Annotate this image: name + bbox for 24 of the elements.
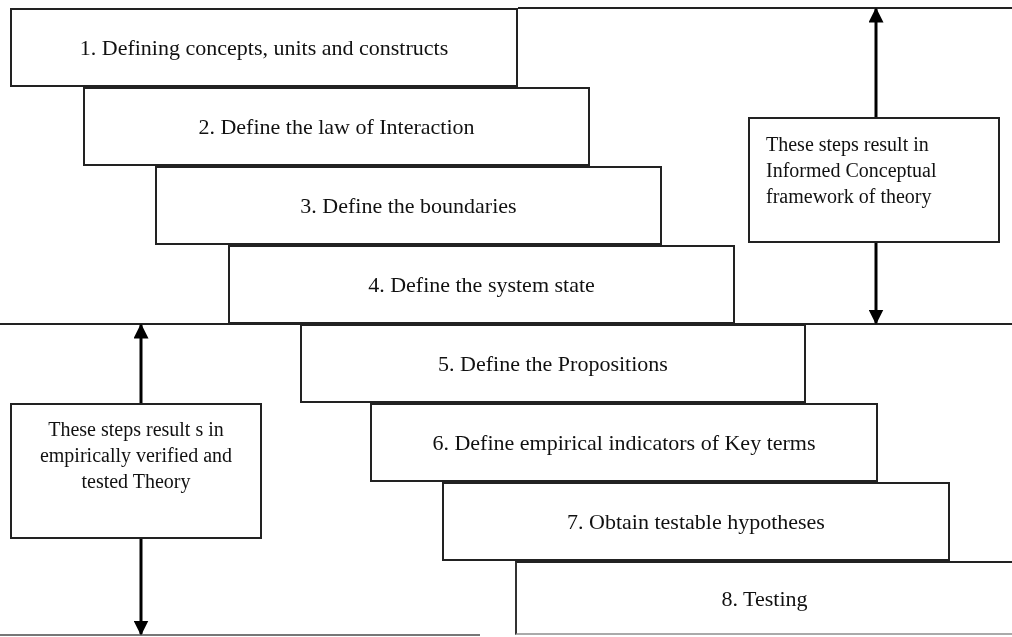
step-box <box>228 245 735 324</box>
step-box <box>83 87 590 166</box>
note-text: These steps result in Informed Conceptual framework of theory <box>766 132 938 209</box>
step-box <box>10 8 518 87</box>
step-label: 5. Define the Propositions <box>438 350 668 378</box>
arrow <box>133 539 149 636</box>
step-box <box>300 324 806 403</box>
step-box <box>155 166 662 245</box>
step-box <box>515 561 1012 635</box>
step-label: 4. Define the system state <box>368 271 595 299</box>
step-label: 7. Obtain testable hypotheses <box>567 508 825 536</box>
step-box <box>370 403 878 482</box>
arrow <box>868 7 884 117</box>
note-text: These steps result s in empirically verified and tested Theory <box>38 417 234 494</box>
step-label: 8. Testing <box>721 584 808 613</box>
step-label: 3. Define the boundaries <box>300 192 517 220</box>
arrow <box>868 243 884 325</box>
note-box <box>10 403 262 539</box>
step-label: 2. Define the law of Interaction <box>198 113 475 141</box>
arrow <box>133 323 149 403</box>
note-box <box>748 117 1000 243</box>
step-label: 1. Defining concepts, units and constructs <box>79 34 449 62</box>
step-label: 6. Define empirical indicators of Key terms <box>432 429 816 457</box>
step-box <box>442 482 950 561</box>
